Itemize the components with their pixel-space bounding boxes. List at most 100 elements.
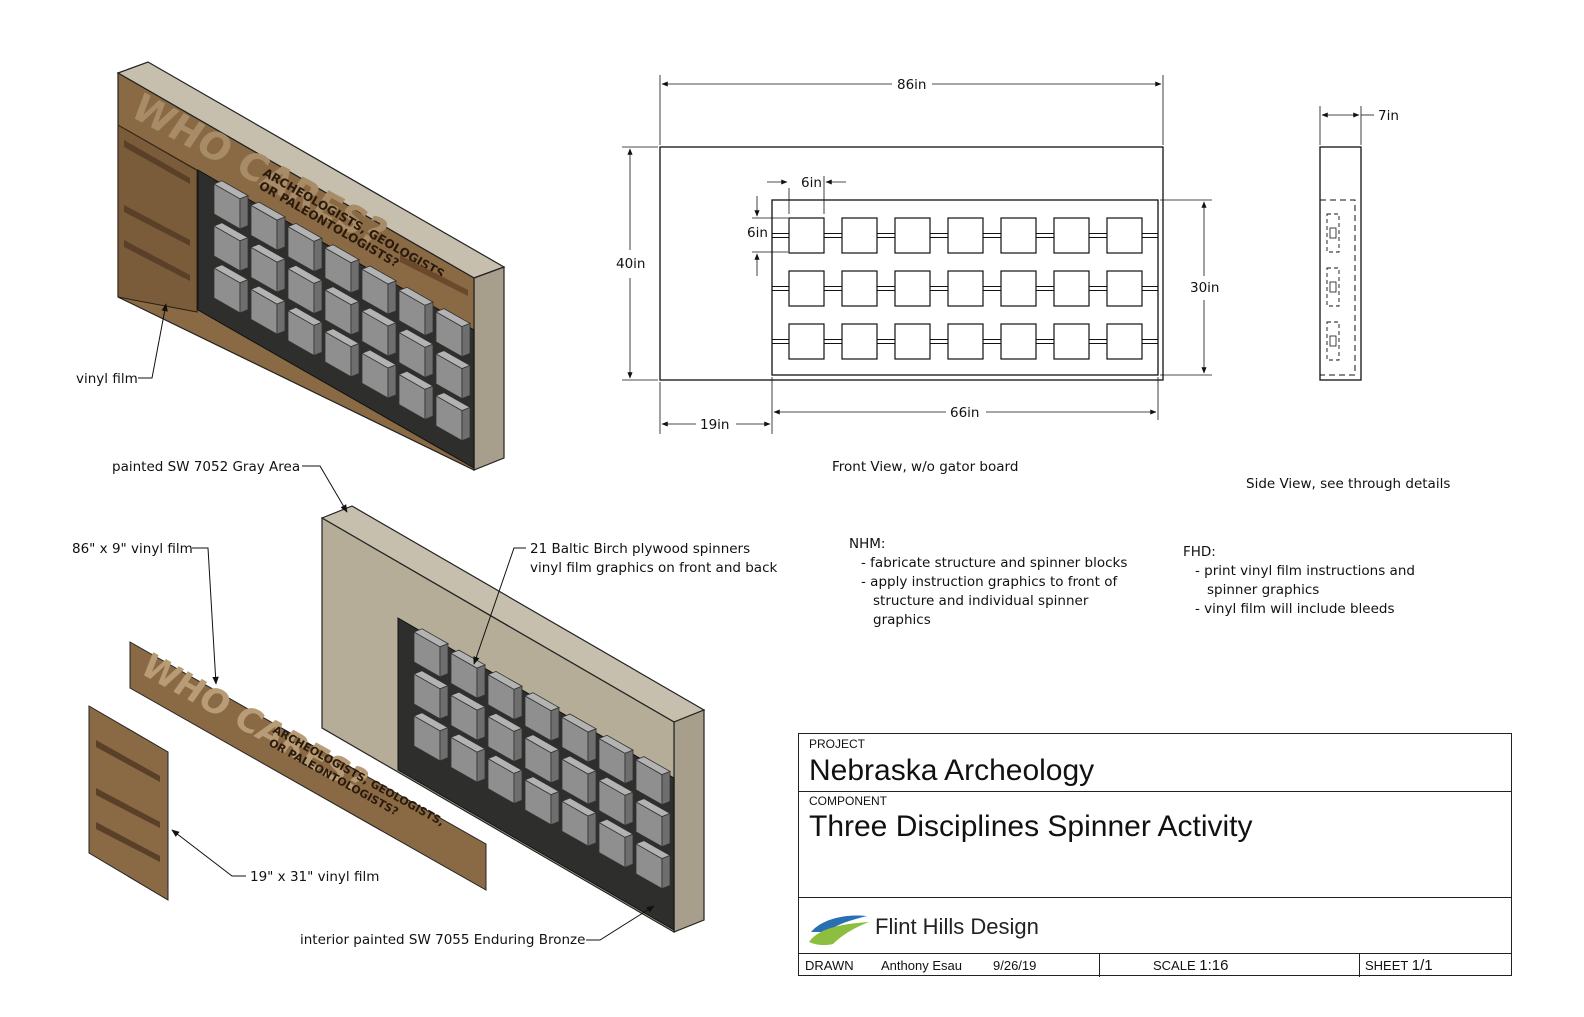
- spinner-block: [788, 270, 825, 307]
- side-view: 7in Side View, see through details: [1246, 106, 1450, 492]
- callout-spinners-1: 21 Baltic Birch plywood spinners: [530, 541, 750, 557]
- assembled-isometric-view: WHO CARES? ARCHEOLOGISTS, GEOLOGISTS, OR…: [116, 61, 506, 471]
- spinner-block-side: [513, 769, 523, 805]
- notes-nhm: NHM: fabricate structure and spinner blo…: [849, 535, 1139, 630]
- spinner-block-side: [313, 321, 323, 357]
- spinner-block-side: [461, 406, 471, 442]
- spinner-block-side: [587, 728, 597, 763]
- spinner-block-side: [461, 364, 471, 400]
- callout-vinyl-86x9: 86" x 9" vinyl film: [72, 541, 193, 557]
- drawn-by: Anthony Esau: [881, 958, 962, 973]
- spinner-block: [788, 217, 825, 254]
- sheet-label: SHEET: [1365, 958, 1409, 973]
- list-item: fabricate structure and spinner blocks: [861, 554, 1139, 573]
- spinner-block-side: [661, 770, 671, 806]
- spinner-block-side: [513, 727, 523, 763]
- spinner-block: [1106, 323, 1143, 360]
- instruction-vinyl-panel: [88, 705, 169, 901]
- title-block-component-row: COMPONENT Three Disciplines Spinner Acti…: [799, 792, 1511, 898]
- spinner-block-side: [350, 342, 360, 378]
- spinner-block-side: [239, 279, 249, 314]
- spinner-block-side: [313, 279, 323, 315]
- spinner-block: [947, 323, 984, 360]
- front-view-spinners: [772, 217, 1158, 360]
- spinner-block-side: [424, 385, 434, 420]
- project-name: Nebraska Archeology: [809, 754, 1095, 787]
- scale-label: SCALE: [1153, 958, 1196, 973]
- notes-nhm-list: fabricate structure and spinner blocks a…: [849, 554, 1139, 630]
- box-right-face-exploded: [673, 709, 705, 933]
- notes-fhd: FHD: print vinyl film instructions and s…: [1183, 543, 1443, 619]
- dim-height: 40in: [616, 256, 646, 272]
- spinner-block: [1106, 217, 1143, 254]
- spinner-block: [894, 217, 931, 254]
- spinner-block-side: [276, 258, 286, 293]
- banner-arrow-icon: [400, 255, 468, 296]
- dim-left-offset: 19in: [700, 417, 730, 433]
- spinner-block-side: [624, 749, 634, 784]
- front-view-caption: Front View, w/o gator board: [832, 459, 1018, 475]
- spinner-block-side: [387, 280, 397, 315]
- spinner-block-side: [461, 322, 471, 358]
- front-view-inner-frame: [771, 199, 1159, 376]
- spinner-block-side: [587, 812, 597, 847]
- spinner-block-side: [276, 216, 286, 251]
- spinner-block-side: [439, 727, 449, 762]
- callout-vinyl-film: vinyl film: [76, 371, 138, 387]
- spinner-block-side: [476, 748, 486, 783]
- spinner-block-side: [476, 706, 486, 741]
- component-label: COMPONENT: [809, 794, 887, 808]
- spinner-block-side: [624, 791, 634, 826]
- title-block-firm-row: Flint Hills Design: [799, 898, 1511, 954]
- sheet-value: 1/1: [1411, 957, 1433, 974]
- side-view-caption: Side View, see through details: [1246, 476, 1450, 492]
- spinner-block-side: [387, 322, 397, 357]
- spinner-block: [841, 217, 878, 254]
- dim-inner-height: 30in: [1190, 280, 1220, 296]
- spinner-block: [1053, 217, 1090, 254]
- notes-fhd-heading: FHD:: [1183, 544, 1216, 560]
- title-block-project-row: PROJECT Nebraska Archeology: [799, 734, 1511, 792]
- side-view-frame: [1319, 146, 1362, 381]
- dim-inner-width: 66in: [950, 405, 980, 421]
- drawn-label: DRAWN: [805, 958, 854, 973]
- spinner-block-side: [239, 237, 249, 272]
- title-block: PROJECT Nebraska Archeology COMPONENT Th…: [798, 733, 1512, 977]
- spinner-block: [841, 323, 878, 360]
- panel-arrow-icon: [124, 140, 190, 184]
- spinner-block: [894, 270, 931, 307]
- front-view-outer-frame: [659, 146, 1164, 381]
- banner-vinyl-strip: [129, 641, 487, 891]
- spinner-block-side: [550, 748, 560, 784]
- spinner-block: [1053, 270, 1090, 307]
- spinner-block-side: [513, 685, 523, 721]
- spinner-block-side: [387, 364, 397, 399]
- component-name: Three Disciplines Spinner Activity: [809, 810, 1253, 843]
- spinner-block-side: [424, 301, 434, 336]
- spinner-block-side: [661, 812, 671, 848]
- flint-hills-logo-icon: [809, 915, 869, 946]
- spinner-block: [947, 270, 984, 307]
- title-block-info-row: DRAWN Anthony Esau 9/26/19 SCALE 1:16 SH…: [799, 954, 1511, 977]
- spinner-block-side: [276, 300, 286, 335]
- spinner-block-side: [350, 258, 360, 294]
- spinner-block: [841, 270, 878, 307]
- dim-spinner-height: 6in: [747, 225, 768, 241]
- list-item: print vinyl film instructions and spinne…: [1195, 562, 1443, 600]
- spinner-block-side: [313, 237, 323, 273]
- list-item: apply instruction graphics to front of s…: [861, 573, 1139, 630]
- spinner-block-side: [550, 790, 560, 826]
- callout-spinners-2: vinyl film graphics on front and back: [530, 560, 778, 576]
- callout-painted-gray: painted SW 7052 Gray Area: [112, 459, 300, 475]
- spinner-block-side: [239, 195, 249, 230]
- spinner-block-side: [624, 833, 634, 868]
- spinner-block-side: [476, 664, 486, 699]
- spinner-block: [947, 217, 984, 254]
- spinner-block: [1053, 323, 1090, 360]
- spinner-block: [788, 323, 825, 360]
- spinner-block-side: [550, 706, 560, 742]
- drawn-date: 9/26/19: [993, 958, 1037, 973]
- spinner-block-side: [350, 300, 360, 336]
- box-right-face: [473, 266, 505, 471]
